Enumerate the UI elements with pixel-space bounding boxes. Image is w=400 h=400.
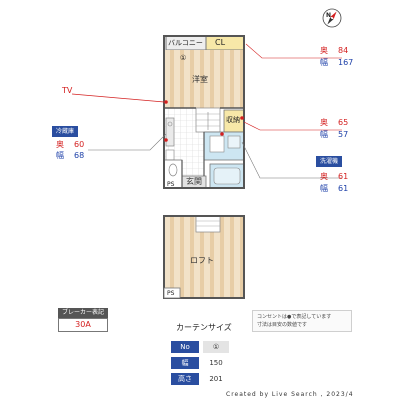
compass-label: N (326, 12, 332, 19)
loft-label: ロフト (190, 256, 214, 265)
storage-leader-line (243, 121, 342, 131)
outlet-dot (164, 138, 168, 142)
window-leader-line (245, 43, 342, 59)
balcony-label: バルコニー (168, 39, 203, 47)
notice-line-2: 寸法は目安の数値です (257, 322, 308, 328)
breaker-title: ブレーカー表記 (58, 308, 108, 318)
curtain-title: カーテンサイズ (176, 323, 232, 332)
compass-north-icon (322, 8, 342, 28)
western-room-label: 洋室 (192, 75, 208, 84)
breaker-value: 30A (58, 318, 108, 332)
window-number-label: ① (180, 54, 187, 62)
notice-line-1: コンセントは●で表記しています (257, 314, 332, 320)
washer-badge: 洗濯機 (316, 156, 343, 167)
bathtub-icon (213, 167, 241, 185)
footer-credit: Created by Live Search , 2023/4 (226, 391, 354, 398)
tv-leader-line (71, 93, 165, 103)
washer-leader-line (241, 141, 342, 179)
loft-area (163, 215, 245, 299)
curtain-value-no: ① (203, 341, 229, 353)
outlet-dot (164, 100, 168, 104)
outlet-notice: コンセントは●で表記しています 寸法は目安の数値です (252, 310, 352, 332)
entrance-label: 玄関 (186, 177, 202, 186)
storage-label: 収納 (226, 116, 240, 124)
kitchen-counter (165, 117, 175, 147)
outlet-dot (220, 132, 224, 136)
closet-label: CL (215, 38, 226, 47)
washbasin-icon (209, 135, 225, 153)
western-room-floor (164, 50, 244, 108)
sink-icon (167, 121, 173, 127)
outlet-dot (240, 116, 244, 120)
ps-upper-label: PS (167, 181, 175, 188)
upper-outer-wall (163, 35, 245, 189)
curtain-key-width: 幅 (171, 357, 199, 369)
curtain-value-width: 150 (209, 359, 223, 367)
ps-lower-label: PS (167, 290, 175, 297)
toilet-icon (168, 163, 178, 177)
curtain-key-no: No (171, 341, 199, 353)
stove-icon (165, 149, 175, 161)
curtain-value-height: 201 (209, 375, 223, 383)
tv-label: TV (62, 86, 73, 95)
curtain-key-height: 高さ (171, 373, 199, 385)
fridge-badge: 冷蔵庫 (52, 126, 79, 137)
stairs (195, 107, 221, 133)
washer-space-icon (227, 135, 241, 149)
fridge-leader-line (88, 133, 167, 151)
